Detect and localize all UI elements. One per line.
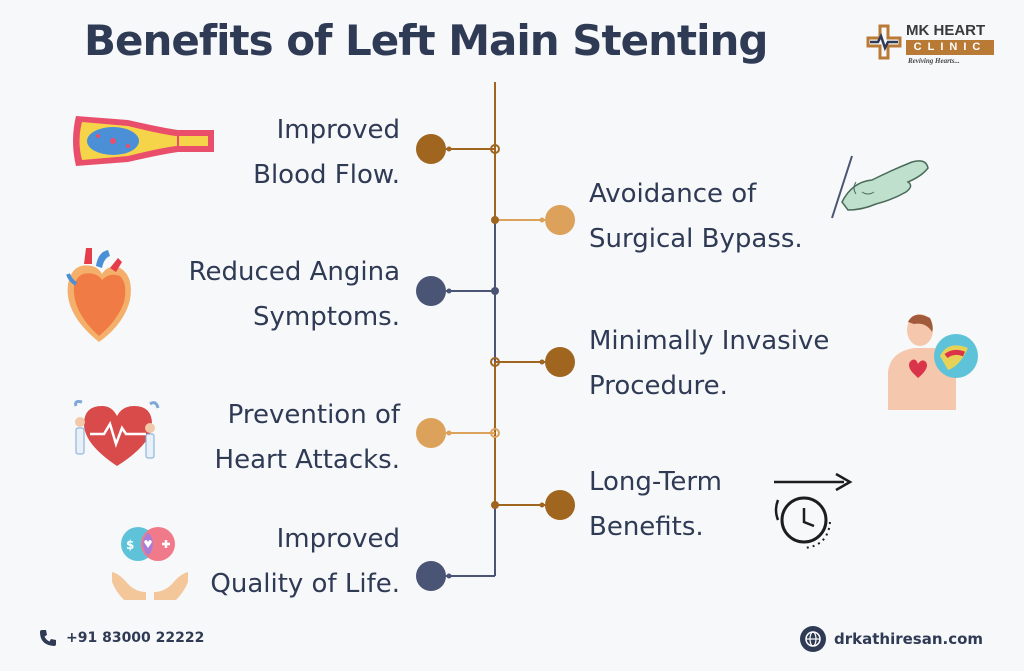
timeline-dot	[416, 561, 446, 591]
benefit-angina: Reduced Angina Symptoms.	[189, 250, 400, 340]
timeline-dot	[545, 205, 575, 235]
clinic-logo: MK HEART CLINIC Reviving Hearts...	[866, 22, 1001, 72]
benefit-bypass: Avoidance of Surgical Bypass.	[589, 172, 803, 262]
cross-logo-icon	[866, 24, 902, 60]
benefit-line-1: Avoidance of	[589, 179, 757, 209]
timeline-dot	[416, 134, 446, 164]
benefit-line-1: Prevention of	[227, 400, 400, 430]
website-link: drkathiresan.com	[834, 630, 984, 648]
footer-phone[interactable]: +91 83000 22222	[38, 628, 204, 648]
benefit-line-2: Blood Flow.	[253, 160, 400, 190]
phone-number: +91 83000 22222	[66, 630, 205, 646]
benefit-minimally-invasive: Minimally Invasive Procedure.	[589, 319, 829, 409]
benefit-line-1: Long-Term	[589, 467, 722, 497]
blood-vessel-icon	[73, 116, 214, 166]
timeline-dot	[416, 276, 446, 306]
benefit-line-2: Benefits.	[589, 512, 704, 542]
benefit-line-2: Procedure.	[589, 371, 728, 401]
surgeon-hand-icon	[831, 155, 929, 219]
heart-doctors-icon	[74, 400, 160, 466]
clock-arrow-icon	[774, 472, 853, 549]
logo-tagline: Reviving Hearts...	[908, 57, 960, 65]
benefit-line-2: Heart Attacks.	[214, 445, 400, 475]
benefit-line-2: Quality of Life.	[210, 569, 400, 599]
logo-clinic: CLINIC	[906, 40, 994, 55]
page-title: Benefits of Left Main Stenting	[84, 16, 768, 65]
logo-name: MK HEART	[906, 22, 986, 39]
benefit-line-1: Reduced Angina	[188, 257, 400, 287]
benefit-quality-of-life: Improved Quality of Life.	[210, 517, 400, 607]
benefit-line-2: Symptoms.	[253, 302, 400, 332]
timeline-dot	[545, 347, 575, 377]
benefit-heart-attacks: Prevention of Heart Attacks.	[215, 393, 400, 483]
benefit-line-1: Minimally Invasive	[589, 326, 830, 356]
timeline-dot	[416, 418, 446, 448]
benefit-line-1: Improved	[276, 115, 400, 145]
phone-icon	[40, 630, 56, 646]
footer-website[interactable]: drkathiresan.com	[800, 626, 983, 652]
benefit-line-1: Improved	[276, 524, 400, 554]
hands-health-icon: $	[112, 527, 188, 600]
globe-icon	[800, 626, 826, 652]
patient-heart-icon	[888, 314, 978, 410]
benefit-blood-flow: Improved Blood Flow.	[253, 108, 400, 198]
timeline-dot	[545, 490, 575, 520]
svg-text:$: $	[126, 538, 134, 552]
benefit-long-term: Long-Term Benefits.	[589, 460, 722, 550]
benefit-line-2: Surgical Bypass.	[589, 224, 803, 254]
heart-anatomy-icon	[66, 248, 131, 342]
